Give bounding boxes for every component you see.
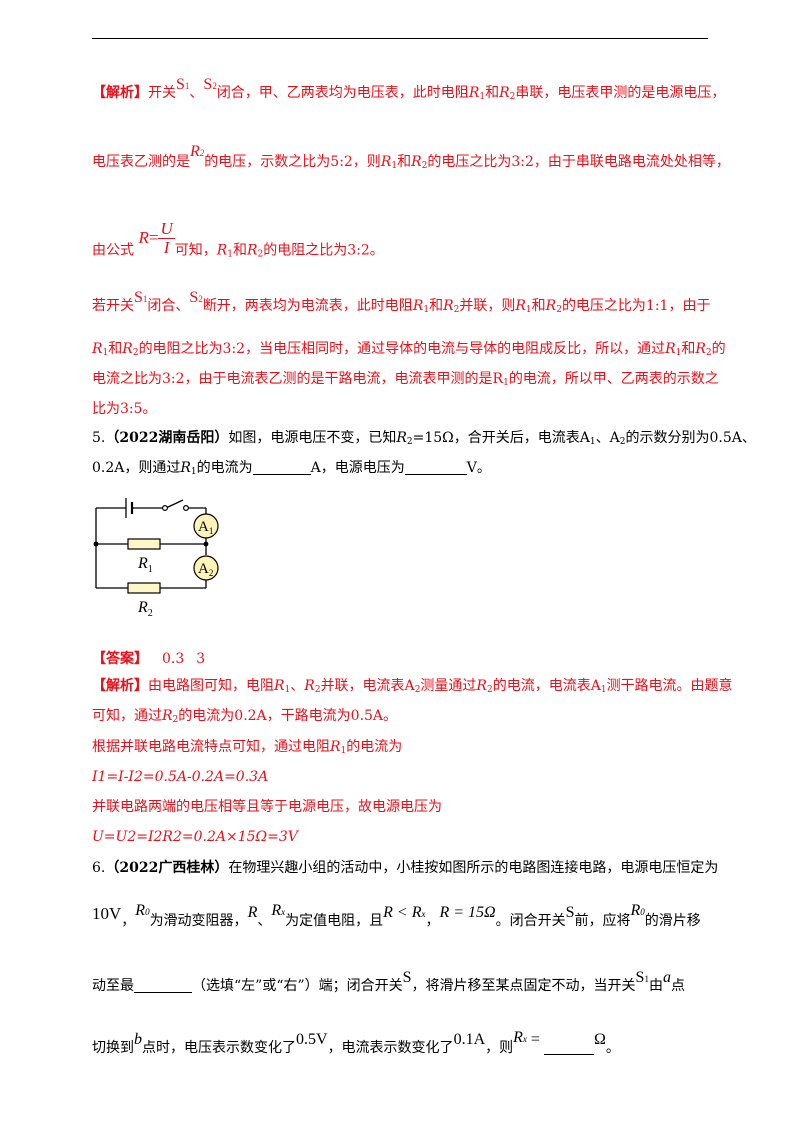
analysis-line-6: 电流之比为3:2，由于电流表乙测的是干路电流，电流表甲测的是R1的电流，所以甲、… bbox=[92, 371, 719, 388]
answer-label: 【答案】 bbox=[92, 651, 148, 667]
analysis-label: 【解析】 bbox=[92, 85, 148, 101]
analysis-line-2: 电压表乙测的是R2的电压，示数之比为5:2，则R1和R2的电压之比为3:2，由于… bbox=[92, 143, 730, 171]
analysis-line-5: R1和R2的电阻之比为3:2，当电压相同时，通过导体的电流与导体的电阻成反比，所… bbox=[92, 341, 726, 358]
analysis-line-4: 若开关S1闭合、S2断开，两表均为电流表，此时电阻R1和R2并联，则R1和R2的… bbox=[92, 289, 711, 315]
answer-blank-resistance[interactable] bbox=[543, 1040, 594, 1055]
answer-blank-voltage[interactable] bbox=[404, 460, 467, 475]
ammeter-a2-label: A2 bbox=[198, 561, 213, 578]
junction-node bbox=[93, 541, 99, 547]
question-5-line-1: 5.（2022湖南岳阳）如图，电源电压不变，已知R2=15Ω，合开关后，电流表A… bbox=[92, 430, 756, 447]
switch-blade bbox=[165, 499, 184, 509]
question-5-source: （2022湖南岳阳） bbox=[105, 430, 229, 446]
analysis5-line-2: 可知，通过R2的电流为0.2A，干路电流为0.5A。 bbox=[92, 708, 398, 725]
question-6-line-2: 10V，R0为滑动变阻器，R、Rx为定值电阻，且R < Rx，R = 15Ω。闭… bbox=[92, 902, 701, 929]
question-6-line-4: 切换到b点时，电压表示数变化了0.5V，电流表示数变化了0.1A，则Rx =Ω。 bbox=[92, 1029, 620, 1056]
analysis5-voltage-equation: U=U2=I2R2=0.2A×15Ω=3V bbox=[92, 829, 298, 845]
ammeter-a1 bbox=[193, 513, 219, 539]
answer-value-1: 0.3 bbox=[162, 651, 185, 667]
analysis5-line-1: 【解析】由电路图可知，电阻R1、R2并联，电流表A2测量通过R2的电流，电流表A… bbox=[92, 678, 733, 695]
analysis5-line-5: 并联电路两端的电压相等且等于电源电压，故电源电压为 bbox=[92, 799, 442, 815]
analysis-line-7: 比为3:5。 bbox=[92, 401, 157, 417]
resistor-r1 bbox=[127, 538, 161, 550]
question-6-line-3: 动至最（选填“左”或“右”）端；闭合开关S，将滑片移至某点固定不动，当开关S1由… bbox=[92, 969, 685, 994]
question-6-source: （2022广西桂林） bbox=[105, 860, 229, 876]
analysis5-line-3: 根据并联电路电流特点可知，通过电阻R1的电流为 bbox=[92, 739, 403, 756]
analysis5-current-equation: I1=I-I2=0.5A-0.2A=0.3A bbox=[92, 769, 269, 785]
answer-value-2: 3 bbox=[196, 651, 206, 667]
r1-label: R1 bbox=[137, 555, 153, 575]
switch-contact-right bbox=[182, 505, 189, 512]
question-6-line-1: 6.（2022广西桂林）在物理兴趣小组的活动中，小桂按如图所示的电路图连接电路，… bbox=[92, 860, 719, 876]
resistor-r2 bbox=[127, 582, 161, 594]
answer-line: 【答案】 0.3 3 bbox=[92, 649, 205, 669]
circuit-diagram: A1 A2 R1 R2 bbox=[93, 498, 219, 618]
ammeter-a2 bbox=[193, 555, 219, 581]
analysis-line-1: 【解析】开关S1、S2闭合，甲、乙两表均为电压表，此时电阻R1和R2串联，电压表… bbox=[92, 76, 726, 102]
r2-label: R2 bbox=[137, 599, 153, 618]
ammeter-a1-label: A1 bbox=[198, 519, 213, 536]
header-rule bbox=[92, 38, 708, 39]
switch-contact-left bbox=[161, 505, 168, 512]
answer-blank-direction[interactable] bbox=[134, 978, 192, 993]
answer-blank-current[interactable] bbox=[252, 460, 311, 475]
